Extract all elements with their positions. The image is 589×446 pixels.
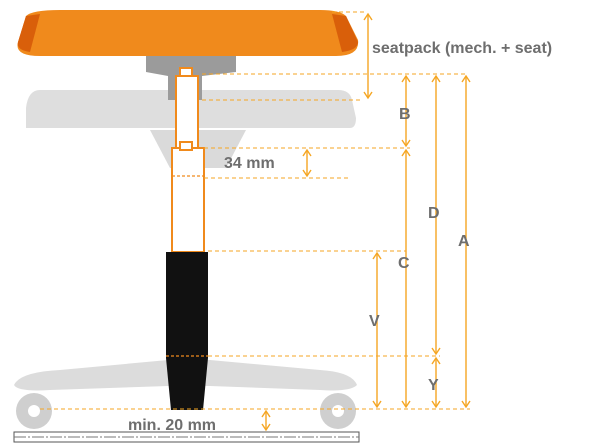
label-b: B [399,106,411,123]
caster-right [320,393,356,429]
label-min-20mm: min. 20 mm [128,417,216,434]
label-d: D [428,205,440,222]
label-y: Y [428,377,439,394]
label-c: C [398,255,410,272]
gas-cylinder [166,252,208,410]
label-a: A [458,233,470,250]
floor [13,431,360,443]
label-34mm: 34 mm [224,155,275,172]
gas-spring-upper [171,67,205,253]
dimension-arrows [261,12,471,432]
label-seatpack: seatpack (mech. + seat) [372,40,552,57]
caster-left [16,393,52,429]
reference-lines [40,11,470,410]
seat-cushion [17,10,359,56]
label-v: V [369,313,380,330]
